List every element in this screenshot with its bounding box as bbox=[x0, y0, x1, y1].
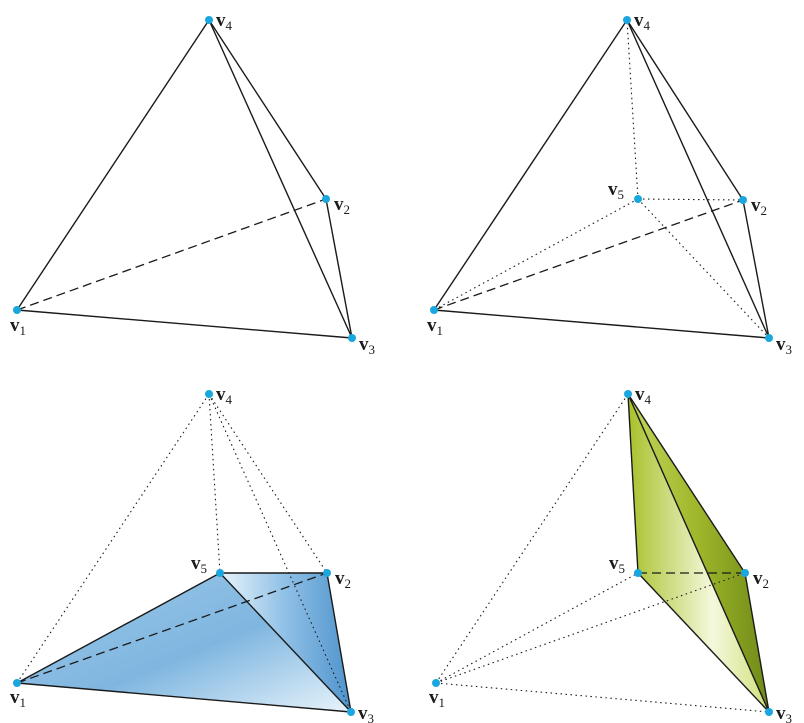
edge-v4-v2 bbox=[627, 393, 746, 574]
edge-v4-v3 bbox=[627, 393, 770, 713]
panel-2: v1 v2 v3 v4 v5 bbox=[427, 10, 792, 357]
hidden-edge-v1-v2 bbox=[16, 198, 327, 311]
vertex-label-v2: v2 bbox=[335, 568, 351, 591]
vertex-dot-v3 bbox=[347, 708, 355, 716]
edge-v1-v3 bbox=[16, 309, 353, 339]
edge-v5-v3 bbox=[219, 572, 352, 713]
edge-v2-v3 bbox=[742, 199, 770, 339]
dotted-edge-v5-v2 bbox=[637, 198, 744, 201]
vertex-dot-v4 bbox=[205, 16, 213, 24]
edge-v4-v3 bbox=[208, 19, 353, 339]
vertex-label-v4: v4 bbox=[216, 10, 233, 33]
panel-1: v1 v2 v3 v4 bbox=[10, 10, 375, 357]
vertex-dot-v1 bbox=[430, 306, 438, 314]
vertex-dot-v5 bbox=[216, 569, 224, 577]
vertex-label-v2: v2 bbox=[334, 194, 350, 217]
dotted-edge-v1-v3 bbox=[435, 682, 770, 713]
dotted-edge-v4-v3 bbox=[208, 393, 352, 713]
edge-v2-v3 bbox=[326, 572, 352, 713]
vertex-dot-v3 bbox=[765, 334, 773, 342]
vertex-dot-v2 bbox=[323, 569, 331, 577]
vertex-label-v1: v1 bbox=[429, 687, 445, 710]
edge-v4-v2 bbox=[626, 19, 744, 201]
hidden-edge-v1-v2 bbox=[16, 572, 328, 684]
edge-v1-v5 bbox=[16, 572, 221, 684]
edge-v5-v3 bbox=[637, 572, 770, 713]
edge-v4-v3 bbox=[626, 19, 770, 339]
edge-v2-v3 bbox=[325, 198, 353, 339]
vertex-label-v4: v4 bbox=[634, 10, 651, 33]
vertex-dot-v1 bbox=[432, 679, 440, 687]
dotted-edge-v5-v3 bbox=[637, 198, 770, 339]
vertex-label-v5: v5 bbox=[608, 179, 624, 202]
vertex-label-v3: v3 bbox=[776, 334, 792, 357]
edge-v4-v5 bbox=[627, 393, 639, 574]
dotted-edge-v5-v1 bbox=[433, 198, 639, 311]
vertex-dot-v2 bbox=[322, 195, 330, 203]
vertex-dot-v4 bbox=[624, 390, 632, 398]
vertex-dot-v1 bbox=[13, 679, 21, 687]
vertex-dot-v3 bbox=[348, 334, 356, 342]
vertex-label-v1: v1 bbox=[10, 315, 26, 338]
vertex-dot-v3 bbox=[765, 708, 773, 716]
vertex-label-v4: v4 bbox=[216, 384, 233, 407]
vertex-dot-v2 bbox=[741, 569, 749, 577]
vertex-label-v3: v3 bbox=[359, 334, 375, 357]
vertex-dot-v4 bbox=[205, 390, 213, 398]
vertex-dot-v4 bbox=[623, 16, 631, 24]
vertex-label-v5: v5 bbox=[609, 553, 625, 576]
edge-v1-v4 bbox=[16, 19, 210, 311]
dotted-edge-v4-v5 bbox=[208, 393, 221, 574]
vertex-dot-v2 bbox=[739, 196, 747, 204]
dotted-edge-v1-v5 bbox=[435, 572, 639, 684]
panel-4: v1 v2 v3 v4 v5 bbox=[429, 384, 792, 723]
panel-3: v1 v2 v3 v4 v5 bbox=[10, 384, 374, 723]
edge-v1-v3 bbox=[16, 682, 352, 713]
vertex-label-v5: v5 bbox=[191, 553, 207, 576]
edge-v1-v4 bbox=[433, 19, 628, 311]
vertex-label-v2: v2 bbox=[753, 568, 769, 591]
vertex-dot-v1 bbox=[13, 306, 21, 314]
vertex-dot-v5 bbox=[634, 195, 642, 203]
dotted-edge-v4-v2 bbox=[208, 393, 328, 574]
vertex-label-v1: v1 bbox=[10, 687, 26, 710]
vertex-label-v4: v4 bbox=[635, 384, 652, 407]
edge-v1-v3 bbox=[433, 309, 770, 339]
vertex-label-v2: v2 bbox=[751, 195, 767, 218]
edge-v4-v2 bbox=[208, 19, 327, 200]
dotted-edge-v5-v4 bbox=[626, 19, 639, 200]
vertex-dot-v5 bbox=[634, 569, 642, 577]
edge-v2-v3 bbox=[744, 572, 770, 713]
vertex-label-v1: v1 bbox=[427, 315, 443, 338]
hidden-edge-v1-v2 bbox=[433, 199, 744, 311]
dotted-edge-v1-v4 bbox=[435, 393, 629, 684]
vertex-label-v3: v3 bbox=[776, 703, 792, 723]
face-v1-v5-v3 bbox=[17, 573, 351, 712]
vertex-label-v3: v3 bbox=[358, 703, 374, 723]
